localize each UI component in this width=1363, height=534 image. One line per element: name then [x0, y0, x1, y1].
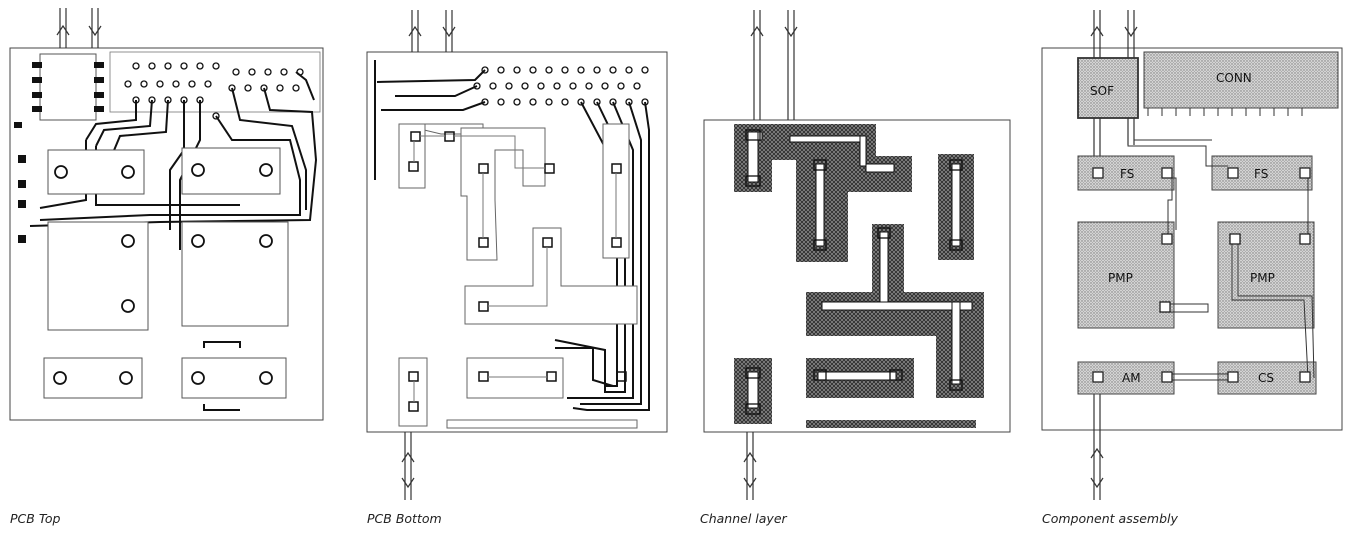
channel-cores: [747, 131, 973, 409]
pcb-bottom-drawing: [366, 10, 668, 500]
fluid-port-pair: [743, 10, 798, 500]
ports: [1092, 167, 1311, 383]
label-fs-left: FS: [1120, 167, 1134, 181]
ic-pads: [14, 62, 104, 243]
label-pmp-left: PMP: [1108, 271, 1133, 285]
caption-component-assembly: Component assembly: [1042, 511, 1178, 526]
label-pmp-right: PMP: [1250, 271, 1275, 285]
conn-block: [1143, 51, 1339, 109]
mounting-holes: [53, 163, 273, 385]
channel-lines: [413, 135, 617, 402]
pcb-top-drawing: [9, 8, 324, 421]
jumpers: [203, 341, 241, 411]
component-assembly-panel: CONN SOF FS FS PMP PMP AM CS Component a…: [1036, 0, 1363, 534]
label-conn: CONN: [1216, 71, 1252, 85]
caption-channel-layer: Channel layer: [700, 511, 787, 526]
via-row: [473, 66, 649, 106]
ic-footprint: [39, 53, 97, 121]
fluid-port-pair: [401, 10, 456, 500]
connector-area: [109, 51, 321, 113]
channel-ports: [745, 129, 963, 415]
label-cs: CS: [1258, 371, 1274, 385]
conn-pins: [1147, 108, 1303, 116]
sof-block: [1077, 57, 1139, 119]
traces: [29, 71, 318, 250]
caption-pcb-bottom: PCB Bottom: [367, 511, 442, 526]
pcb-bottom-panel: PCB Bottom: [355, 0, 695, 534]
label-am: AM: [1122, 371, 1141, 385]
channel-layer-drawing: [703, 10, 1011, 500]
pmp-left-block: [1077, 221, 1175, 329]
fluid-port-pair: [56, 8, 102, 48]
component-pads: [43, 147, 289, 399]
caption-pcb-top: PCB Top: [10, 511, 61, 526]
channel-layer-panel: Channel layer: [700, 0, 1020, 534]
label-sof: SOF: [1090, 84, 1114, 98]
pcb-top-panel: PCB Top: [0, 0, 340, 534]
label-fs-right: FS: [1254, 167, 1268, 181]
component-assembly-drawing: CONN SOF FS FS PMP PMP AM CS: [1041, 10, 1343, 500]
